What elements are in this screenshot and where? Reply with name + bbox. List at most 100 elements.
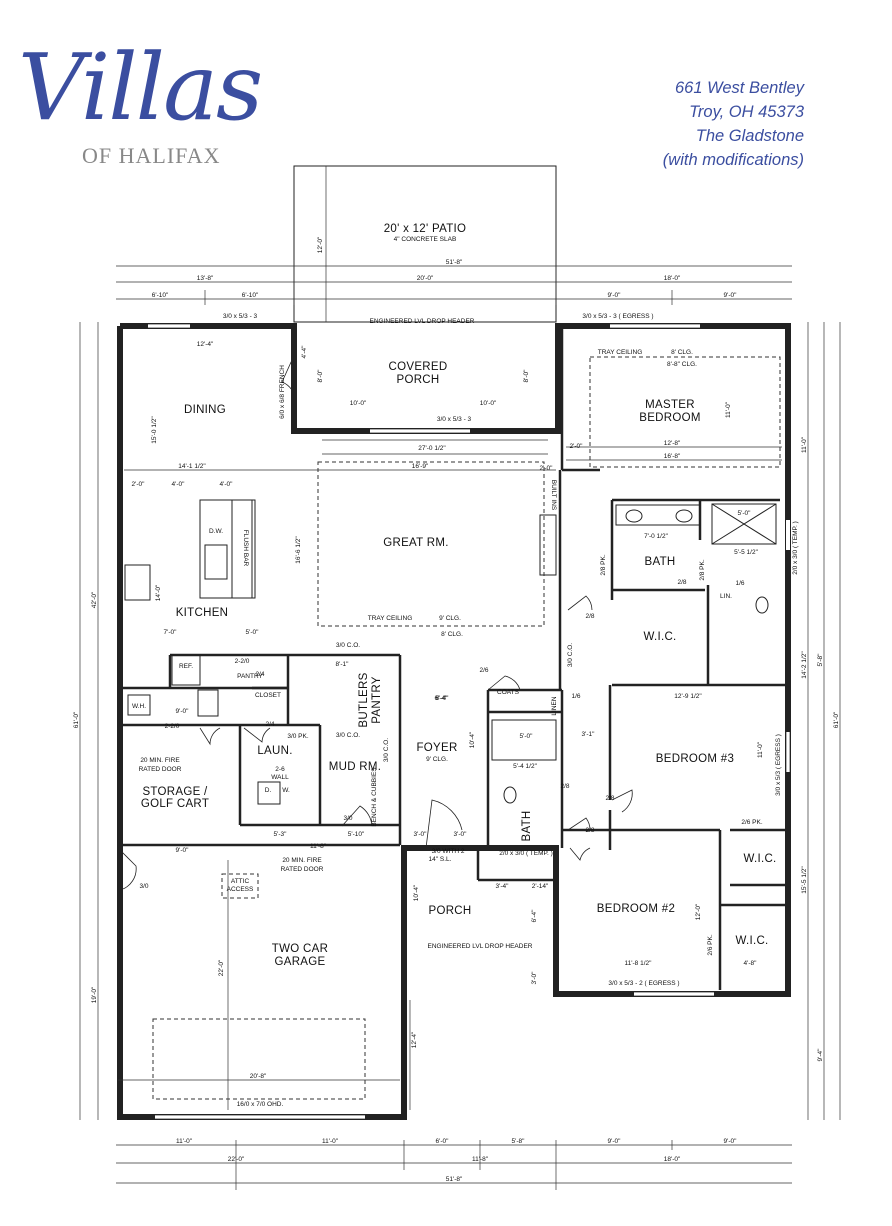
dim-great-width-2: 16'-9" [412,463,429,470]
dim-hall-bath-depth: 5'-4 1/2" [513,763,537,770]
dim-stub-2: 4'-0" [172,481,186,488]
dim-top-overall: 51'-8" [446,259,463,266]
dim-porch-left: 4'-4" [301,345,308,359]
plan-notes: ENGINEERED LVL DROP HEADER ENGINEERED LV… [139,313,799,1108]
master-wic-label: W.I.C. [643,631,676,643]
cased-opening-2: 3/0 C.O. [336,732,360,739]
dim-top-left: 13'-8" [197,275,214,282]
dim-porch-depth-2: 10'-4" [413,884,420,901]
dim-bottom-b5: 9'-0" [608,1138,622,1145]
fire-door-2b: RATED DOOR [281,866,324,873]
dim-dining-width: 12'-4" [197,341,214,348]
patio-label: 20' x 12' PATIO [384,223,467,235]
door-28-e: 2/8 [677,579,686,586]
exterior-walls [117,323,791,1120]
dim-porch-w2: 10'-0" [480,400,497,407]
coats-label: COATS [497,689,520,696]
flush-bar-label: FLUSH BAR [242,530,249,567]
laundry-label: LAUN. [257,745,292,757]
dim-top-r1: 9'-0" [608,292,622,299]
bedroom3-label: BEDROOM #3 [656,753,734,765]
door-28pk-b: 2/8 PK. [699,559,706,581]
window-openings [148,324,790,1119]
dim-shower: 5'-0" [738,510,752,517]
dimension-labels: 51'-8" 13'-8" 20'-0" 18'-0" 6'-10" 6'-10… [73,236,840,1183]
door-28-d: 2/8 [605,795,614,802]
dim-stub-12: 3'-1" [582,731,596,738]
dim-left-lower: 19'-0" [91,986,98,1003]
window-bedroom2-note: 3/0 x 5/3 - 2 ( EGRESS ) [608,980,679,987]
kitchen-fixtures [124,499,281,805]
storage-label-2: GOLF CART [141,798,209,810]
model-note: (with modifications) [662,151,804,169]
dim-dining-depth: 15'-0 1/2" [151,416,158,444]
room-labels: 20' x 12' PATIO 4" CONCRETE SLAB COVERED… [132,223,776,968]
door-26: 2/6 [479,667,488,674]
dim-bed2-width: 11'-8 1/2" [625,960,653,967]
cased-opening-1: 3/0 C.O. [336,642,360,649]
door-28-c: 2/8 [585,827,594,834]
door-26pk-b: 2/6 PK. [707,934,714,956]
dim-right-4: 9'-4" [817,1048,824,1062]
fire-door-2a: 20 MIN. FIRE [282,857,322,864]
porch-label: PORCH [428,905,471,917]
dim-stub-14: 6'-4" [435,695,449,702]
bedroom2-label: BEDROOM #2 [597,903,675,915]
dim-bottom-mid: 11'-8" [472,1156,489,1163]
door-220-b: 2-2/0 [165,723,180,730]
dim-kitchen-depth: 14'-0" [155,584,162,601]
door-30: 3/0 [343,815,352,822]
dim-right-5: 5'-8" [817,653,824,667]
dim-top-right: 18'-0" [664,275,681,282]
dim-bottom-b1: 11'-0" [176,1138,193,1145]
closet-label: CLOSET [255,692,281,699]
dim-right-1: 11'-0" [801,436,808,453]
built-ins-label: BUILT INS [550,480,557,511]
door-swings [119,359,633,891]
attic-access-label-2: ACCESS [227,886,254,893]
french-door-note: 6/0 x 6/8 FRENCH [279,365,286,419]
dim-left-overall: 61'-0" [73,711,80,728]
dim-garage-front: 12'-4" [411,1031,418,1048]
dim-porch-left-2: 8'-0" [317,369,324,383]
dim-stub-6: 9'-0" [176,708,190,715]
master-label-1: MASTER [645,399,695,411]
interior-walls [122,326,788,990]
window-lines [148,323,791,1120]
dim-patio-depth: 12'-0" [317,236,324,253]
covered-porch-label-1: COVERED [389,361,448,373]
dim-garage-depth: 22'-0" [218,959,225,976]
master-ceiling-1: 8' CLG. [671,349,693,356]
window-master-bath-note: 2/0 x 3/0 ( TEMP. ) [792,521,799,575]
fire-door-1a: 20 MIN. FIRE [140,757,180,764]
dimension-lines [79,166,841,1190]
window-hall-bath-note: 2/0 x 3/0 ( TEMP. ) [499,850,553,857]
bedroom2-wic-b-label: W.I.C. [735,935,768,947]
water-heater-label: W.H. [132,703,146,710]
fire-door-1b: RATED DOOR [139,766,182,773]
dim-kitchen-width: 14'-1 1/2" [178,463,206,470]
door-26pk: 2/6 PK. [741,819,763,826]
dim-master-width: 12'-8" [664,440,681,447]
dim-wic-width: 7'-0 1/2" [644,533,668,540]
storage-label-1: STORAGE / [142,786,208,798]
kitchen-label: KITCHEN [176,607,229,619]
foyer-ceiling: 9' CLG. [426,756,448,763]
dim-bottom-b6: 9'-0" [724,1138,738,1145]
wall-note-b: WALL [271,774,289,781]
great-ceiling-2: 8' CLG. [441,631,463,638]
dim-bed3-width: 12'-9 1/2" [674,693,702,700]
dim-mud-width: 5'-10" [348,831,365,838]
door-28-b: 2/8 [560,783,569,790]
master-ceiling-2: 8'-8" CLG. [667,361,697,368]
door-28pk-a: 2/8 PK. [600,554,607,576]
dim-shower-2: 5'-5 1/2" [734,549,758,556]
dim-great-depth: 16'-6 1/2" [295,536,302,564]
door-220-a: 2-2/0 [235,658,250,665]
dim-storage-width: 9'-0" [176,847,190,854]
dim-right-3: 15'-5 1/2" [801,866,808,894]
lvl-header-top: ENGINEERED LVL DROP HEADER [370,318,475,325]
dim-foyer-width: 6'-4" [436,695,450,702]
linen-closet-label: LIN. [720,593,732,600]
